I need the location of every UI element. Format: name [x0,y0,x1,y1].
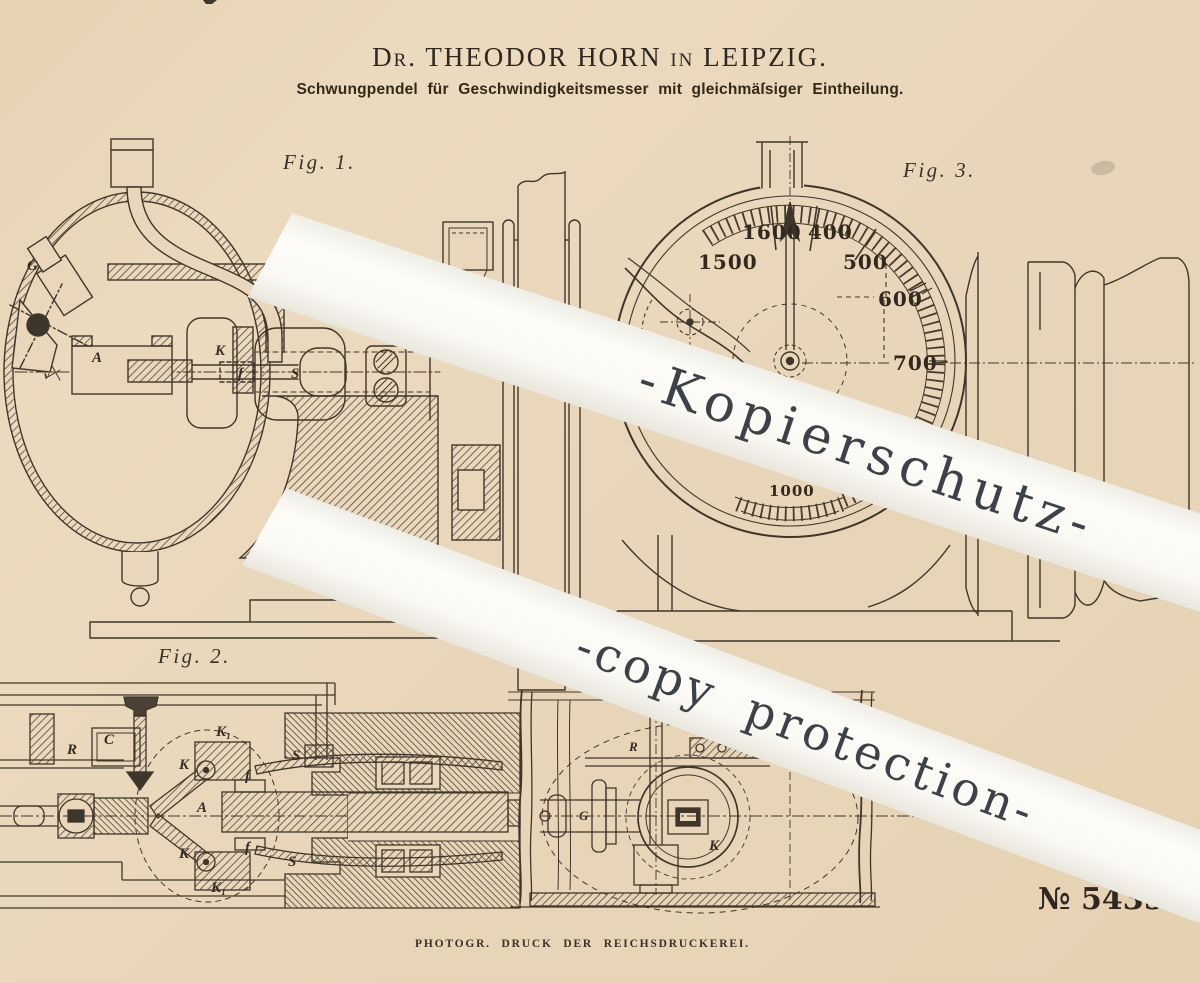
fig2-part-a: A [197,800,207,817]
fig2-part-k1-bot: K₁ [211,880,226,897]
fig1-part-s: S [291,366,299,383]
dial-1500: 1500 [698,250,758,274]
fig2-part-s-top: S [292,748,300,765]
scan-artifact [203,0,217,4]
fig3-label: Fig. 3. [903,158,976,183]
fig2-part-c: C [104,732,114,749]
printer-imprint: PHOTOGR. DRUCK DER REICHSDRUCKEREI. [415,938,750,950]
fig2-part-f-bot: f [245,840,250,857]
dial-1600: 1600 [742,220,802,244]
fig2-label: Fig. 2. [158,644,231,669]
fig1-label: Fig. 1. [283,150,356,175]
fig1-part-a: A [92,350,102,367]
rear-part-k: K [709,838,719,855]
dial-500: 500 [843,250,888,274]
fig2-part-k-top: K [179,757,189,774]
fig2-part-f-top: f [245,768,250,785]
fig2-part-r: R [67,742,77,759]
fig1-part-f: f [238,366,243,383]
fig1-part-v: v [44,368,49,383]
rear-part-g: G [579,808,588,824]
fig2-part-k-bot: K [179,846,189,863]
dial-1000: 1000 [769,482,815,500]
dial-400: 400 [808,220,853,244]
page-subtitle: Schwungpendel für Geschwindigkeitsmesser… [0,81,1200,99]
rear-part-r: R [629,739,638,755]
fig1-part-g: G [27,258,38,275]
fig2-part-k1-top: K₁ [216,724,231,741]
page-title: Dr. THEODOR HORN in LEIPZIG. [0,42,1200,73]
fig2-drawing [0,683,520,908]
fig2-part-s-bot: S [288,854,296,871]
dial-700: 700 [893,351,938,375]
dial-600: 600 [878,287,923,311]
fig1-part-k: K [215,343,225,360]
